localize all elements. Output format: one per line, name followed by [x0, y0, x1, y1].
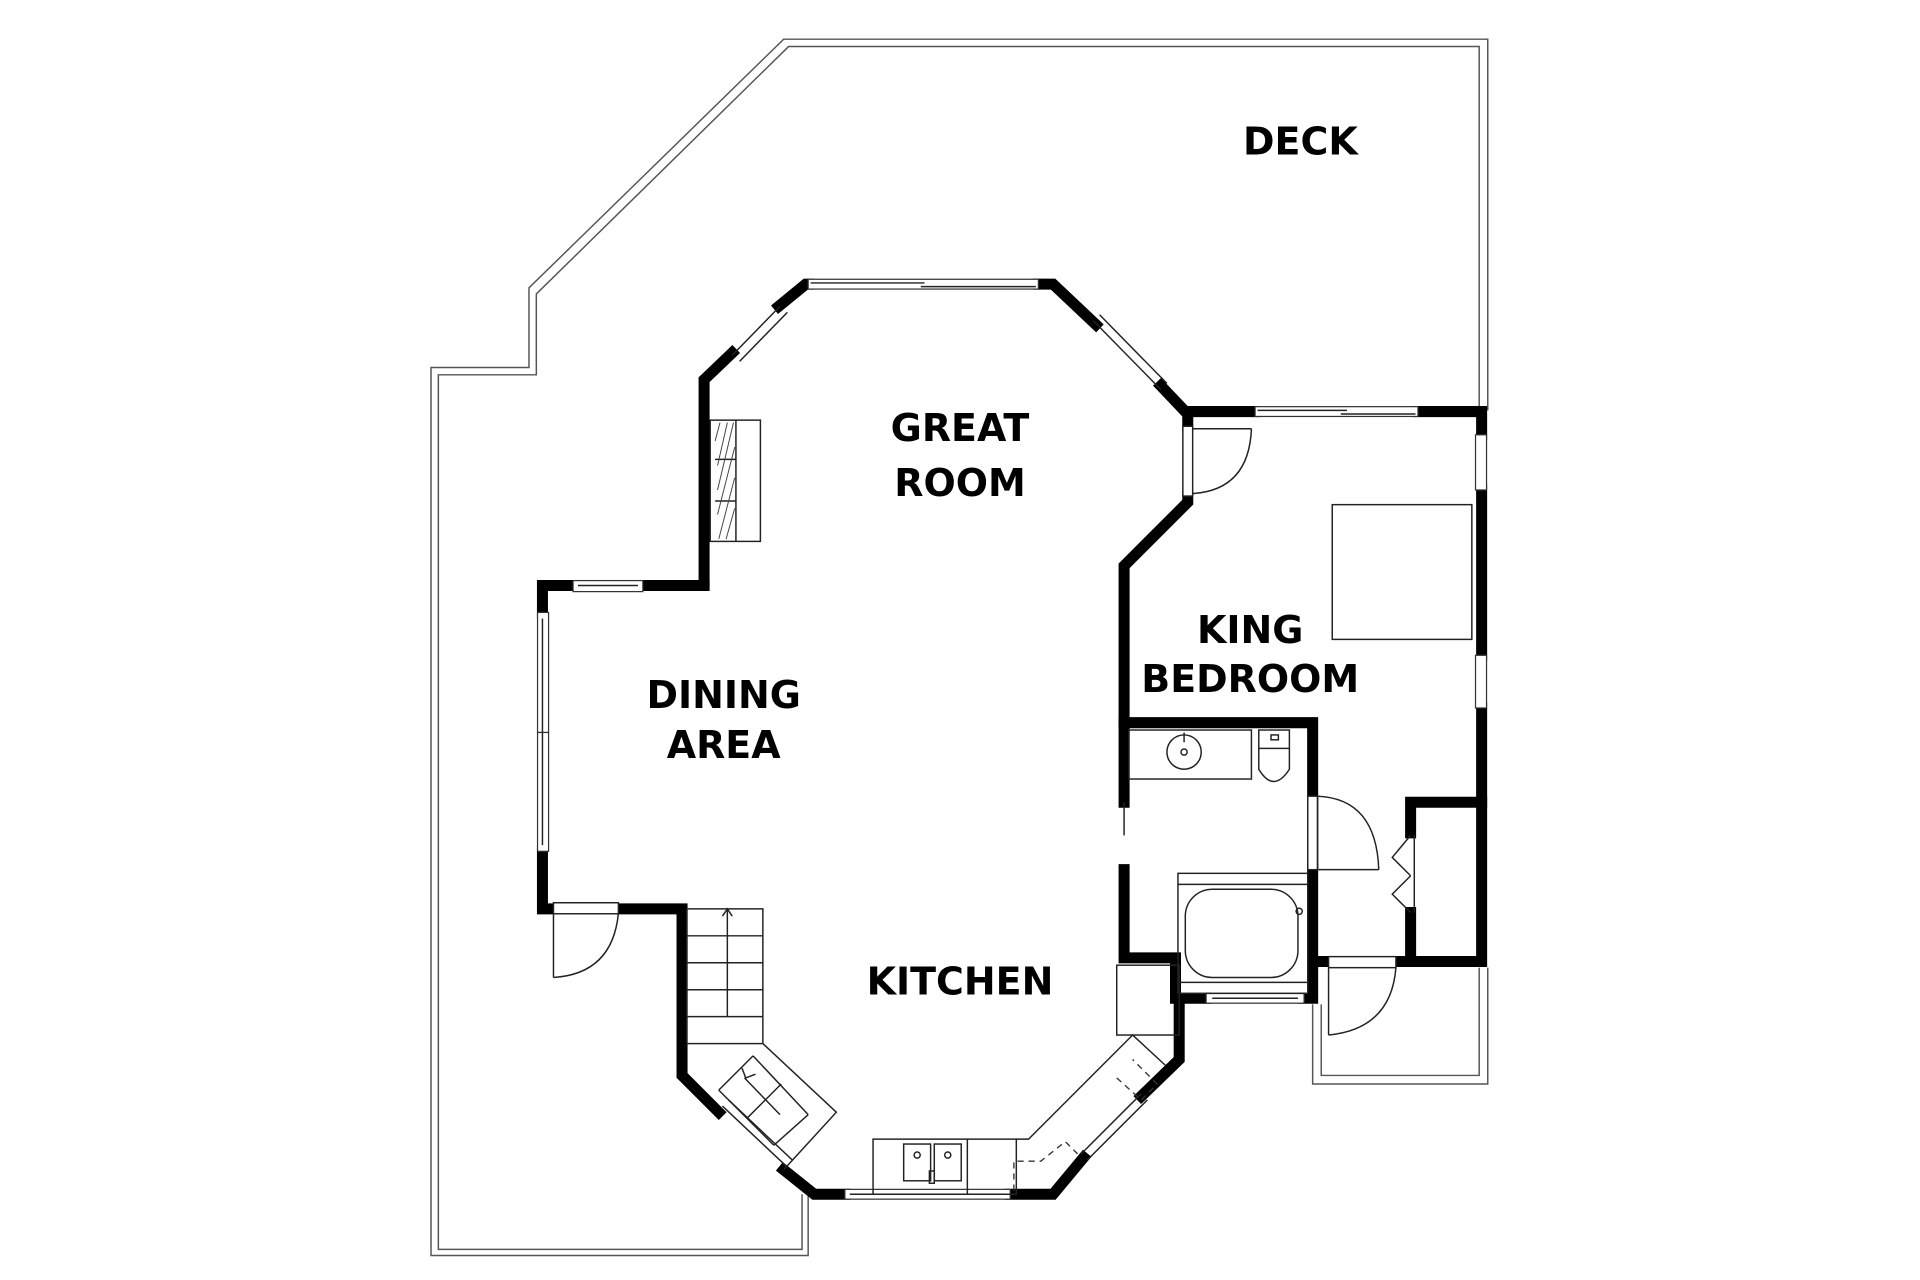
fireplace — [709, 419, 762, 543]
bathroom-door[interactable] — [1307, 795, 1380, 871]
label-bedroom-line2: BEDROOM — [1141, 657, 1359, 701]
toilet — [1258, 729, 1291, 783]
label-great-room-line2: ROOM — [894, 461, 1026, 505]
label-dining-line2: AREA — [667, 723, 782, 767]
room-labels: DECK GREAT ROOM DINING AREA KITCHEN KING… — [646, 119, 1359, 1003]
bathtub — [1177, 872, 1309, 995]
closet-doors[interactable] — [1391, 834, 1416, 914]
kitchen-counter — [872, 964, 1180, 1195]
label-kitchen: KITCHEN — [867, 960, 1054, 1004]
bathroom-fixtures — [1128, 729, 1309, 995]
deck-outline — [430, 38, 1489, 1257]
bedroom-door[interactable] — [1182, 425, 1253, 497]
label-dining-line1: DINING — [646, 673, 800, 717]
entry-door[interactable] — [552, 902, 620, 979]
stairs — [686, 907, 838, 1171]
bed — [1331, 503, 1473, 641]
label-great-room-line1: GREAT — [891, 406, 1030, 450]
bathroom-sink — [1166, 732, 1202, 770]
label-deck: DECK — [1243, 119, 1359, 163]
deck-door[interactable] — [1327, 955, 1397, 1036]
doors — [552, 425, 1416, 1036]
label-bedroom-line1: KING — [1197, 608, 1303, 652]
double-sink — [902, 1143, 962, 1184]
